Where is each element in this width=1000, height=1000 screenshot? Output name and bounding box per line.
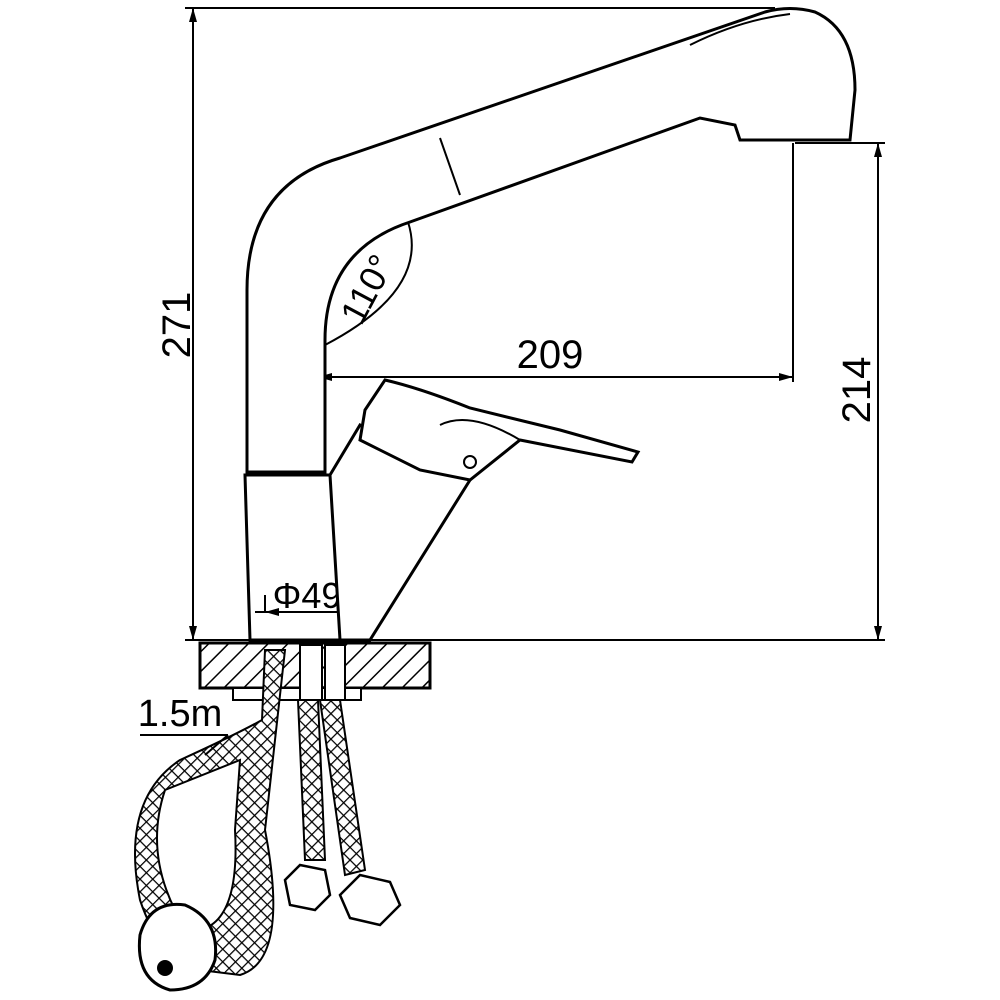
hose-length-label: 1.5m <box>138 693 222 735</box>
hex-nut <box>283 863 332 912</box>
dimension-214: 214 <box>185 142 885 641</box>
dimension-271: 271 <box>155 7 775 640</box>
reach-209-label: 209 <box>517 333 584 377</box>
diameter-49-label: Φ49 <box>273 575 342 616</box>
spray-head-weight <box>137 902 218 992</box>
supply-hoses <box>134 644 402 992</box>
spout: 110° <box>245 7 857 474</box>
hose-length-callout: 1.5m <box>138 693 229 756</box>
height-271-label: 271 <box>155 292 199 359</box>
height-214-label: 214 <box>835 357 879 424</box>
angle-arc <box>324 221 413 346</box>
faucet-body: Φ49 <box>243 423 473 642</box>
lever-handle <box>358 378 641 482</box>
hex-nut <box>338 873 402 927</box>
